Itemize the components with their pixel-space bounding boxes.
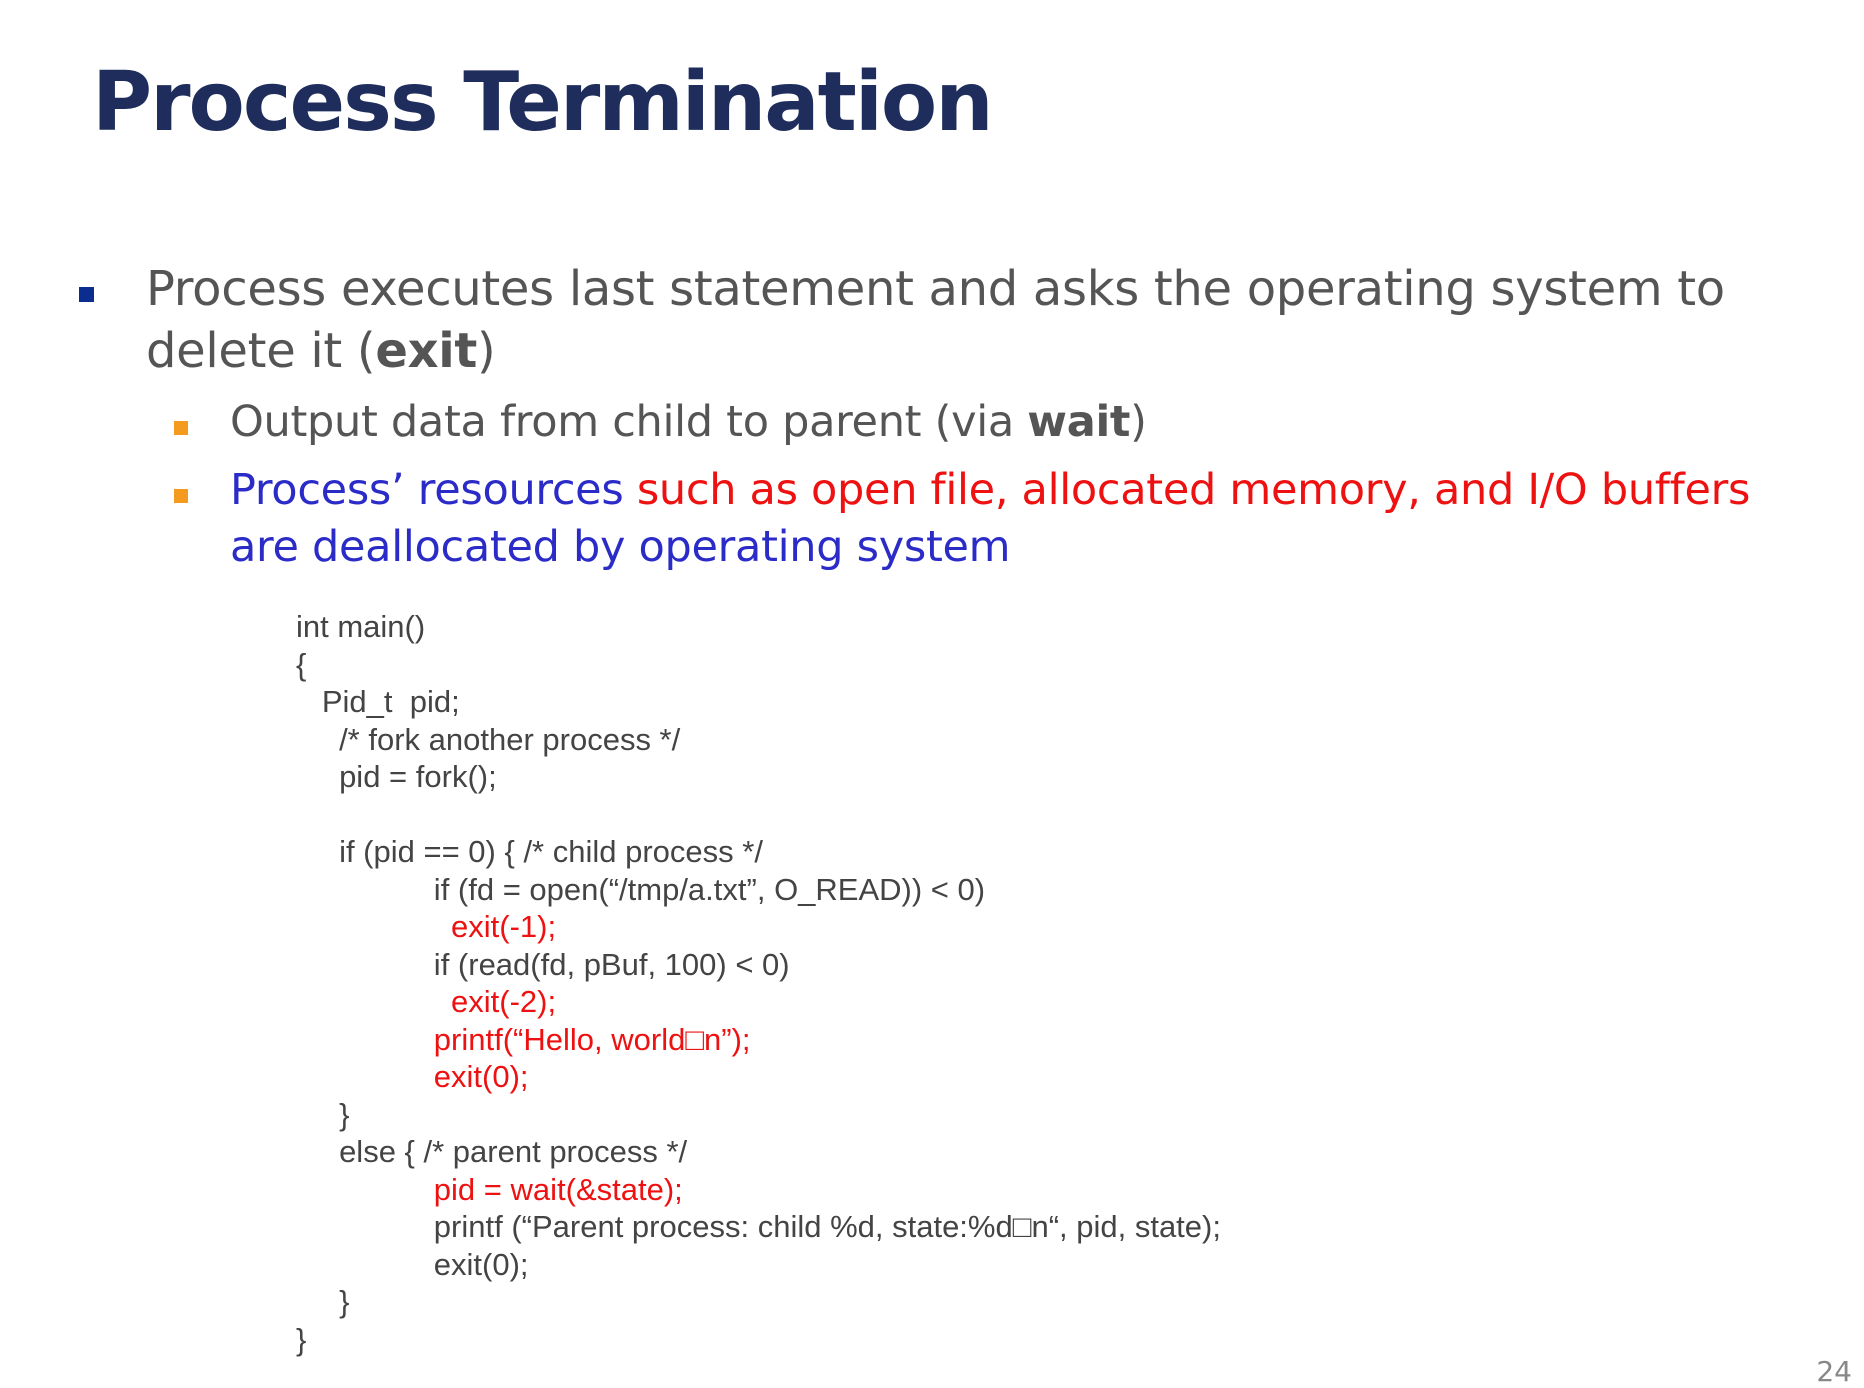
page-number: 24	[1816, 1355, 1852, 1388]
bullet-text-end: )	[477, 323, 496, 379]
resources-text-red: such as open file, allocated memory, and…	[636, 465, 1751, 515]
code-line: pid = fork();	[296, 759, 497, 794]
sub-bullet-text-resources: Process’ resources such as open file, al…	[230, 462, 1790, 576]
sub-bullet-square-icon	[174, 489, 188, 503]
code-line: printf (“Parent process: child %d, state…	[296, 1209, 1221, 1244]
bullet-text: Process executes last statement and asks…	[146, 261, 1725, 379]
sub-bullet-text-end: )	[1130, 397, 1147, 447]
bullet-text-exit: Process executes last statement and asks…	[146, 258, 1766, 382]
code-line: }	[296, 1284, 350, 1319]
code-line: else { /* parent process */	[296, 1134, 688, 1169]
code-line: /* fork another process */	[296, 721, 681, 757]
bullet-square-icon	[79, 287, 94, 302]
code-line: pid = wait(&state);	[296, 1171, 683, 1207]
code-line: if (read(fd, pBuf, 100) < 0)	[296, 946, 790, 982]
code-line: if (fd = open(“/tmp/a.txt”, O_READ)) < 0…	[296, 871, 986, 907]
sub-bullet-square-icon	[174, 421, 188, 435]
code-line: int main()	[296, 609, 426, 644]
code-line: printf(“Hello, world□n”);	[296, 1021, 751, 1057]
code-line: exit(-2);	[296, 984, 557, 1019]
code-line: exit(0);	[296, 1246, 529, 1282]
code-line: exit(-1);	[296, 909, 557, 944]
code-line: }	[296, 1096, 350, 1132]
code-line: {	[296, 646, 307, 682]
slide-title: Process Termination	[92, 55, 994, 150]
bold-keyword-exit: exit	[375, 323, 478, 379]
resources-text-blue: Process’ resources	[230, 465, 637, 515]
code-line	[296, 796, 1221, 834]
code-line: Pid_t pid;	[296, 684, 460, 719]
code-line: }	[296, 1321, 307, 1357]
bold-keyword-wait: wait	[1027, 397, 1131, 447]
sub-bullet-text: Output data from child to parent (via	[230, 397, 1028, 447]
code-line: if (pid == 0) { /* child process */	[296, 834, 763, 869]
sub-bullet-text-wait: Output data from child to parent (via wa…	[230, 394, 1790, 451]
code-block: int main(){ Pid_t pid; /* fork another p…	[296, 608, 1221, 1358]
resources-text-blue-end: are deallocated by operating system	[230, 522, 1011, 572]
code-line: exit(0);	[296, 1059, 529, 1094]
